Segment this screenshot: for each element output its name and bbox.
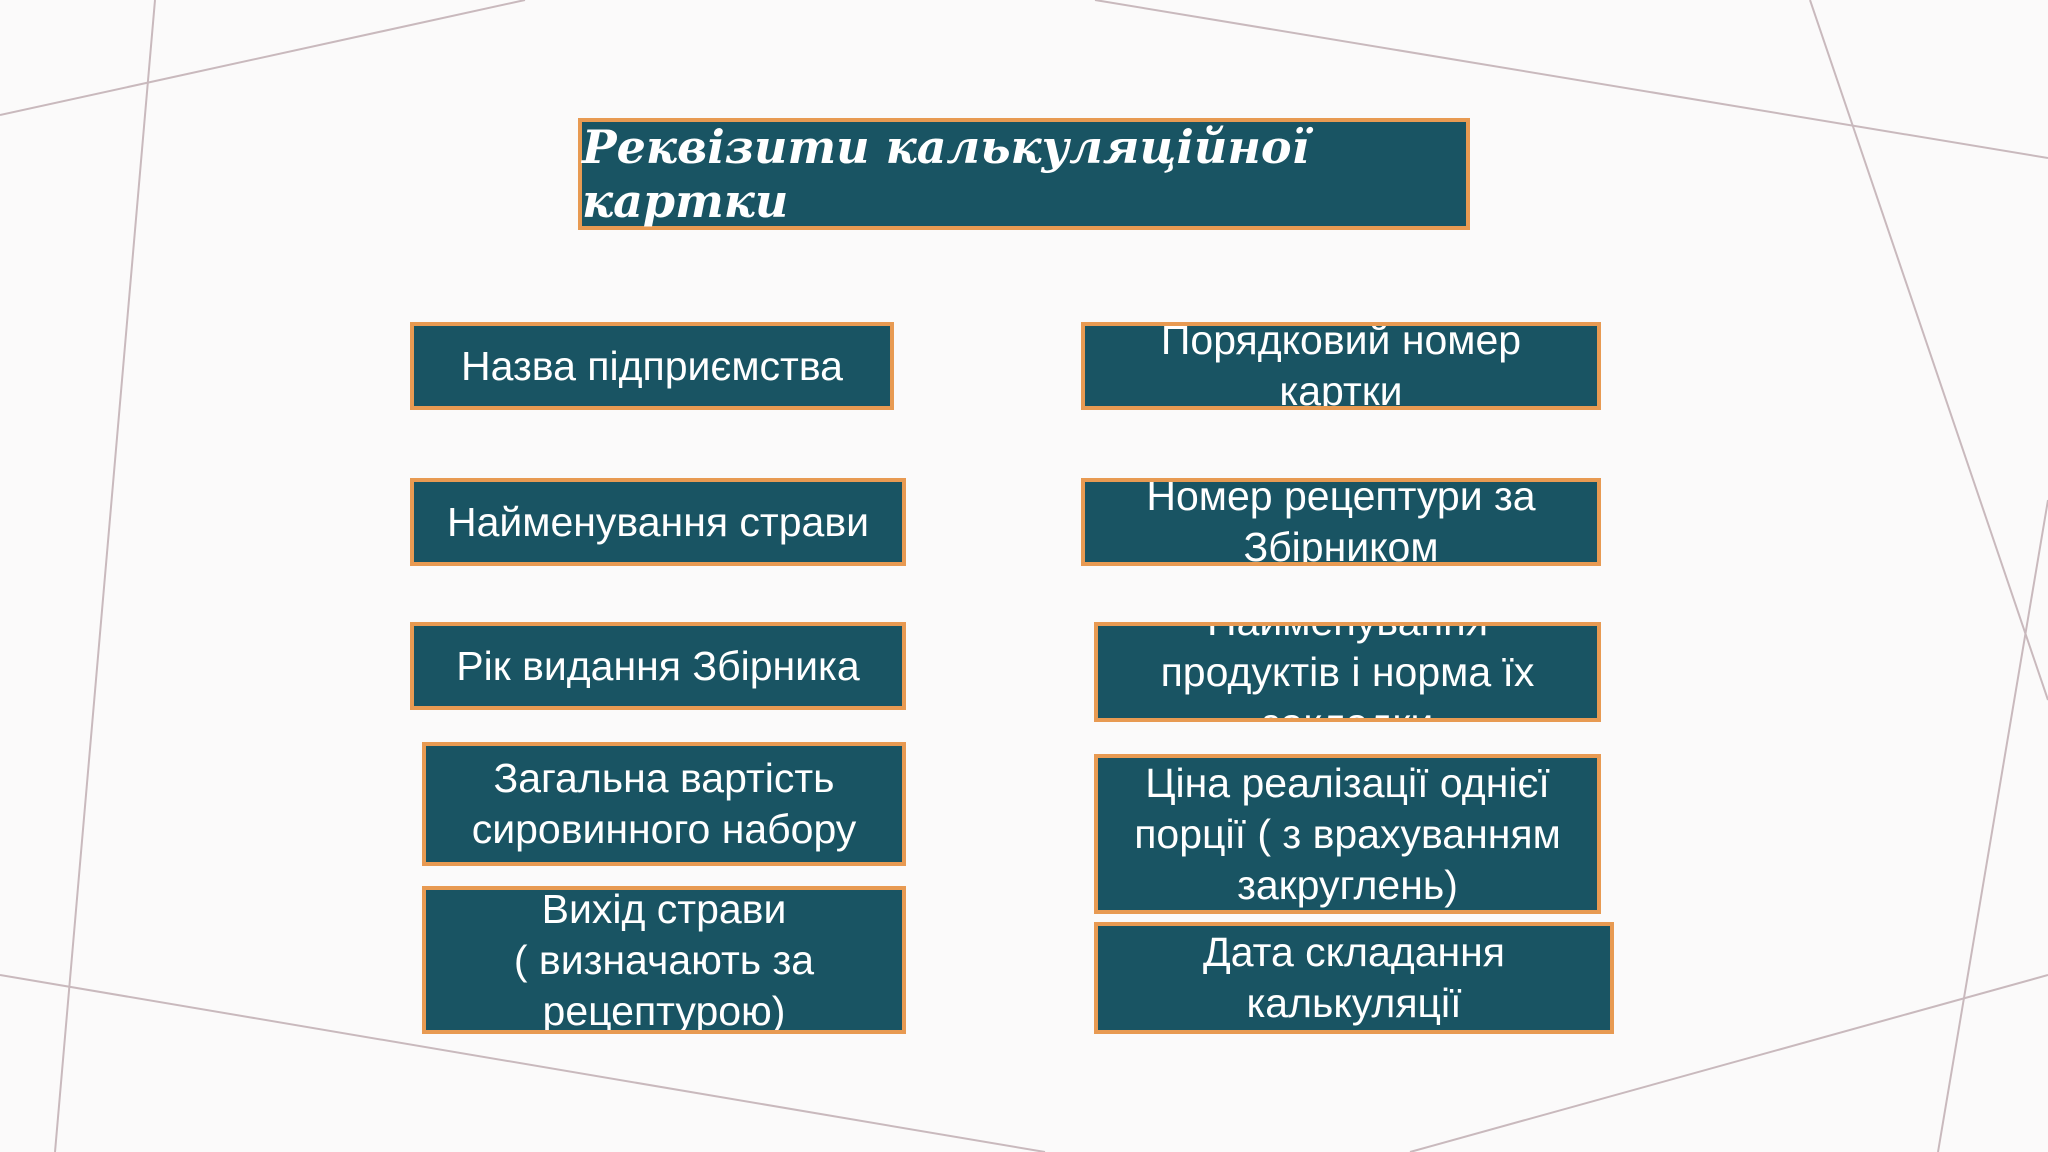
box-label: Рік видання Збірника: [456, 642, 860, 689]
box-label: Ціна реалізації однієї порції ( з врахув…: [1134, 759, 1561, 908]
box-label: Порядковий номер картки: [1160, 322, 1522, 410]
box-enterprise-name: Назва підприємства: [410, 322, 894, 410]
box-label: Вихід страви ( визначають за рецептурою): [513, 886, 815, 1034]
box-portion-price: Ціна реалізації однієї порції ( з врахув…: [1094, 754, 1601, 914]
box-card-number: Порядковий номер картки: [1081, 322, 1601, 410]
box-label: Найменування страви: [446, 498, 869, 545]
title-box: Реквізити калькуляційної картки: [578, 118, 1470, 230]
box-raw-materials-cost: Загальна вартість сировинного набору: [422, 742, 906, 866]
box-label: Дата складання калькуляції: [1202, 929, 1505, 1026]
box-label: Номер рецептури за Збірником: [1146, 478, 1536, 566]
box-collection-year: Рік видання Збірника: [410, 622, 906, 710]
box-calculation-date: Дата складання калькуляції: [1094, 922, 1614, 1034]
title-text: Реквізити калькуляційної картки: [582, 120, 1310, 228]
box-recipe-number: Номер рецептури за Збірником: [1081, 478, 1601, 566]
box-products-norms: Найменування продуктів і норма їх заклад…: [1094, 622, 1601, 722]
box-label: Назва підприємства: [461, 342, 843, 389]
box-dish-name: Найменування страви: [410, 478, 906, 566]
box-label: Найменування продуктів і норма їх заклад…: [1160, 626, 1535, 718]
box-label: Загальна вартість сировинного набору: [471, 755, 857, 852]
box-dish-yield: Вихід страви ( визначають за рецептурою): [422, 886, 906, 1034]
